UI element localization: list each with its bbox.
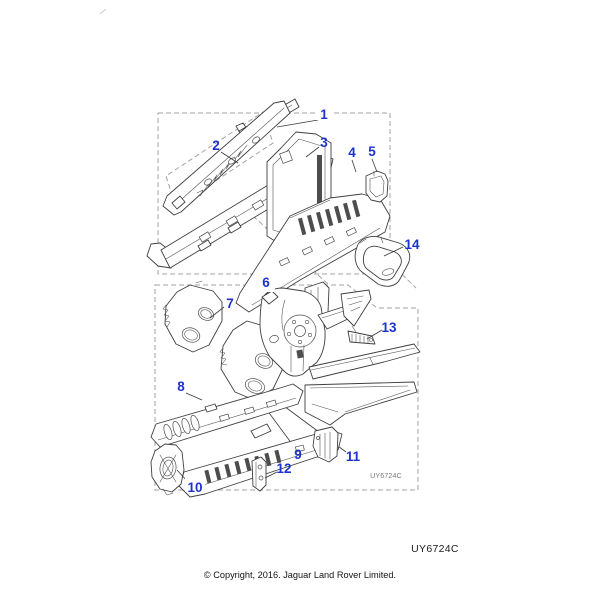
callout-leader-4 xyxy=(351,159,357,173)
inline-figure-code: UY6724C xyxy=(370,473,402,480)
part-13-reinforcement xyxy=(347,330,376,345)
assembly-strut-tower xyxy=(259,287,326,377)
part-12-bracket xyxy=(251,456,267,492)
inter-rail-bracket xyxy=(250,423,272,439)
callout-13: 13 xyxy=(381,320,397,335)
callout-leader-5 xyxy=(371,158,378,173)
callout-leader-14 xyxy=(383,246,404,257)
callout-6: 6 xyxy=(262,275,270,290)
callout-leader-7 xyxy=(209,306,225,319)
part-2-crossmember-rail xyxy=(162,100,291,216)
lower-assembly-box xyxy=(154,284,419,491)
part-11-bracket xyxy=(312,426,339,463)
copyright-line: © Copyright, 2016. Jaguar Land Rover Lim… xyxy=(203,570,397,580)
callout-3: 3 xyxy=(320,135,328,150)
callout-1: 1 xyxy=(320,107,328,122)
stray-mark xyxy=(99,8,107,15)
callout-7: 7 xyxy=(226,296,234,311)
assembly-gusset-panel xyxy=(340,289,372,333)
callout-leaders xyxy=(176,119,404,483)
callout-leader-12 xyxy=(264,471,278,479)
part-14-support-frame xyxy=(354,236,411,287)
callout-12: 12 xyxy=(276,461,291,476)
callout-14: 14 xyxy=(404,237,420,252)
callout-leader-1 xyxy=(276,119,319,128)
label-gap-6 xyxy=(258,279,275,292)
callout-10: 10 xyxy=(187,480,202,495)
callout-11: 11 xyxy=(346,449,361,464)
assembly-floor-panel xyxy=(304,381,418,426)
callout-leader-8 xyxy=(185,392,203,401)
assembly-sill-rail xyxy=(308,343,421,380)
callout-9: 9 xyxy=(294,447,302,462)
callout-labels: 1 2 3 4 5 6 7 8 9 10 11 12 13 14 xyxy=(177,107,420,495)
part-10-mounting-plate xyxy=(150,443,185,496)
part-8-side-member-rail xyxy=(150,383,304,448)
figure-code: UY6724C xyxy=(411,543,459,555)
callout-leader-13 xyxy=(366,329,383,340)
part-7-turret-panel xyxy=(162,280,223,353)
label-gap-10 xyxy=(185,478,205,492)
callout-2: 2 xyxy=(212,138,220,153)
part-5-bracket xyxy=(365,170,389,203)
label-gap-1 xyxy=(316,107,333,120)
callout-5: 5 xyxy=(368,144,376,159)
callout-8: 8 xyxy=(177,379,185,394)
callout-leader-3 xyxy=(305,146,320,158)
callout-leader-2 xyxy=(220,151,239,164)
callout-4: 4 xyxy=(348,145,356,160)
